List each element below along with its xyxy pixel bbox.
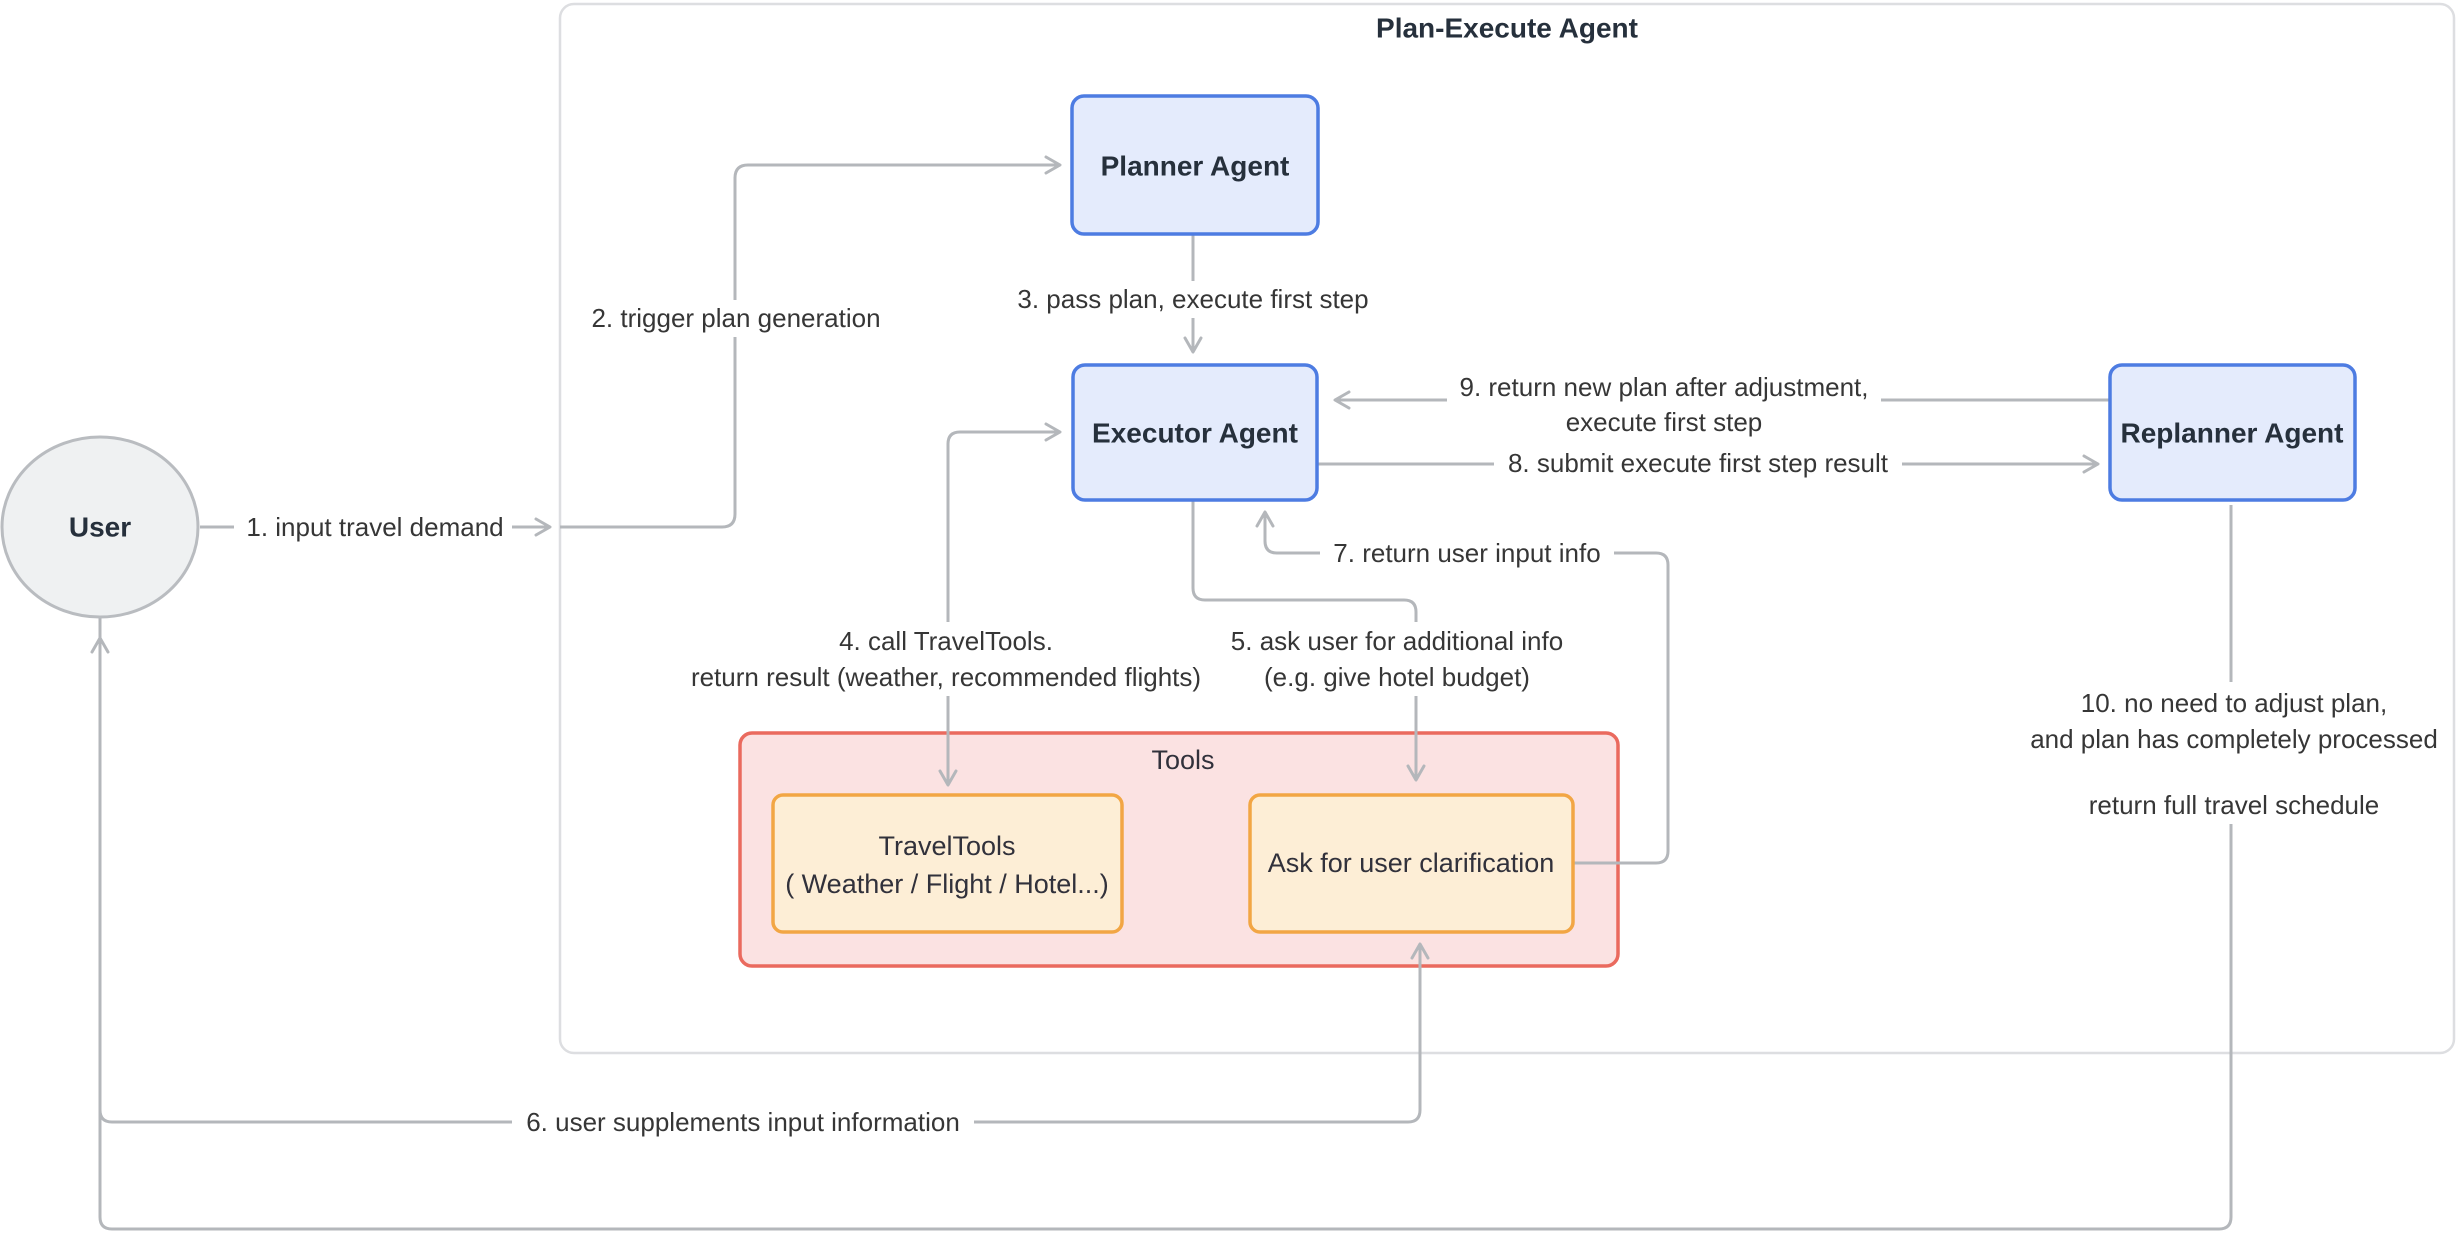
svg-text:10. no need to adjust plan,: 10. no need to adjust plan, <box>2081 688 2387 718</box>
ask-clarification-box <box>1248 793 1575 934</box>
node-planner-agent: Planner Agent <box>1070 94 1320 236</box>
svg-text:return result (weather, recomm: return result (weather, recommended flig… <box>691 662 1201 692</box>
svg-text:3. pass plan, execute first st: 3. pass plan, execute first step <box>1017 284 1368 314</box>
travel-tools-label-line2: ( Weather / Flight / Hotel...) <box>785 869 1109 899</box>
svg-text:7. return user input info: 7. return user input info <box>1333 538 1600 568</box>
edge-labels: 1. input travel demand 2. trigger plan g… <box>234 281 2440 1141</box>
replanner-agent-box <box>2108 363 2357 502</box>
edge-10-return-full-schedule <box>90 505 2233 1231</box>
travel-tools-box <box>771 793 1124 934</box>
replanner-agent-label: Replanner Agent <box>2121 418 2344 449</box>
node-user: User <box>0 435 200 619</box>
edge-label-2: 2. trigger plan generation <box>582 300 890 337</box>
diagram-title: Plan-Execute Agent <box>1376 13 1638 44</box>
edge-label-1: 1. input travel demand <box>234 507 512 547</box>
svg-text:return full travel schedule: return full travel schedule <box>2089 790 2379 820</box>
svg-text:8. submit execute first step r: 8. submit execute first step result <box>1508 448 1889 478</box>
svg-text:4. call TravelTools.: 4. call TravelTools. <box>839 626 1053 656</box>
svg-text:1. input travel demand: 1. input travel demand <box>246 512 503 542</box>
edge-label-8: 8. submit execute first step result <box>1494 444 1902 482</box>
edge-label-5: 5. ask user for additional info (e.g. gi… <box>1212 622 1584 696</box>
user-label: User <box>69 512 131 543</box>
executor-agent-label: Executor Agent <box>1092 418 1298 449</box>
node-executor-agent: Executor Agent <box>1071 363 1319 502</box>
edge-label-9: 9. return new plan after adjustment, exe… <box>1447 367 1881 441</box>
edge-label-4: 4. call TravelTools. return result (weat… <box>674 622 1218 696</box>
edge-5-ask-user-additional-info <box>1191 500 1426 782</box>
executor-agent-box <box>1071 363 1319 502</box>
edge-label-10: 10. no need to adjust plan, and plan has… <box>2028 682 2440 824</box>
edge-7-return-user-input-info <box>1255 510 1670 865</box>
svg-text:(e.g. give hotel budget): (e.g. give hotel budget) <box>1264 662 1530 692</box>
user-circle <box>0 435 200 619</box>
svg-text:and plan has completely proces: and plan has completely processed <box>2030 724 2438 754</box>
node-ask-clarification: Ask for user clarification <box>1248 793 1575 934</box>
node-travel-tools: TravelTools ( Weather / Flight / Hotel..… <box>771 793 1124 934</box>
node-replanner-agent: Replanner Agent <box>2108 363 2357 502</box>
edge-4-call-traveltools <box>938 422 1062 787</box>
edge-label-3: 3. pass plan, execute first step <box>1006 281 1380 318</box>
svg-text:2. trigger plan generation: 2. trigger plan generation <box>591 303 880 333</box>
planner-agent-label: Planner Agent <box>1101 151 1290 182</box>
svg-text:6. user supplements input info: 6. user supplements input information <box>526 1107 960 1137</box>
edge-label-7: 7. return user input info <box>1320 534 1614 572</box>
svg-text:execute first step: execute first step <box>1566 407 1763 437</box>
svg-text:5. ask user for additional inf: 5. ask user for additional info <box>1231 626 1563 656</box>
tools-group-label: Tools <box>1151 745 1214 775</box>
svg-text:9. return new plan after adjus: 9. return new plan after adjustment, <box>1459 372 1868 402</box>
edge-2-trigger-plan-generation <box>560 155 1062 529</box>
ask-clarification-label: Ask for user clarification <box>1268 848 1555 878</box>
travel-tools-label-line1: TravelTools <box>878 831 1015 861</box>
edge-label-6: 6. user supplements input information <box>512 1103 974 1141</box>
planner-agent-box <box>1070 94 1320 236</box>
